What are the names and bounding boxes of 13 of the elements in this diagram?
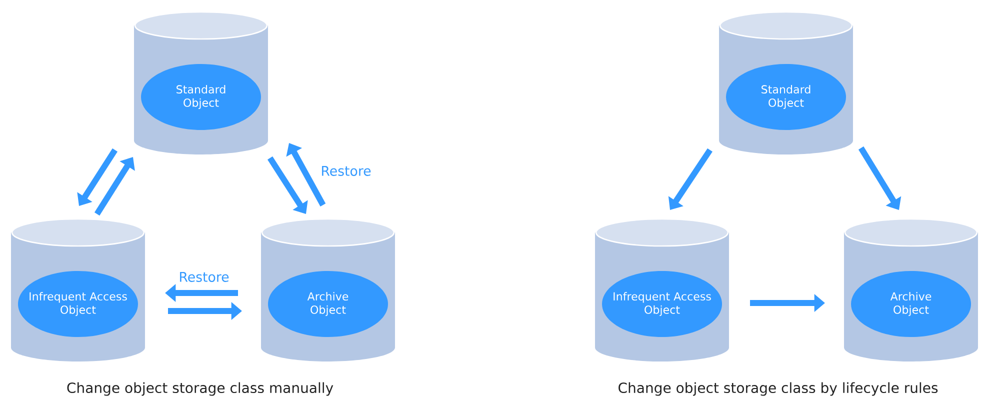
storage-cylinder: Infrequent Access Object [595, 218, 729, 362]
caption: Change object storage class manually [67, 382, 334, 396]
storage-cylinder: Infrequent Access Object [11, 218, 145, 362]
edge-label: Restore [177, 270, 231, 284]
arrow [858, 146, 902, 210]
arrow [267, 156, 308, 214]
storage-cylinder: Standard Object [719, 12, 853, 154]
arrow [94, 157, 135, 216]
storage-cylinder: Archive Object [261, 218, 395, 362]
edge-label: Restore [319, 164, 373, 178]
caption: Change object storage class by lifecycle rules [618, 382, 938, 396]
storage-cylinder: Archive Object [844, 218, 978, 362]
storage-cylinder: Standard Object [134, 12, 268, 154]
